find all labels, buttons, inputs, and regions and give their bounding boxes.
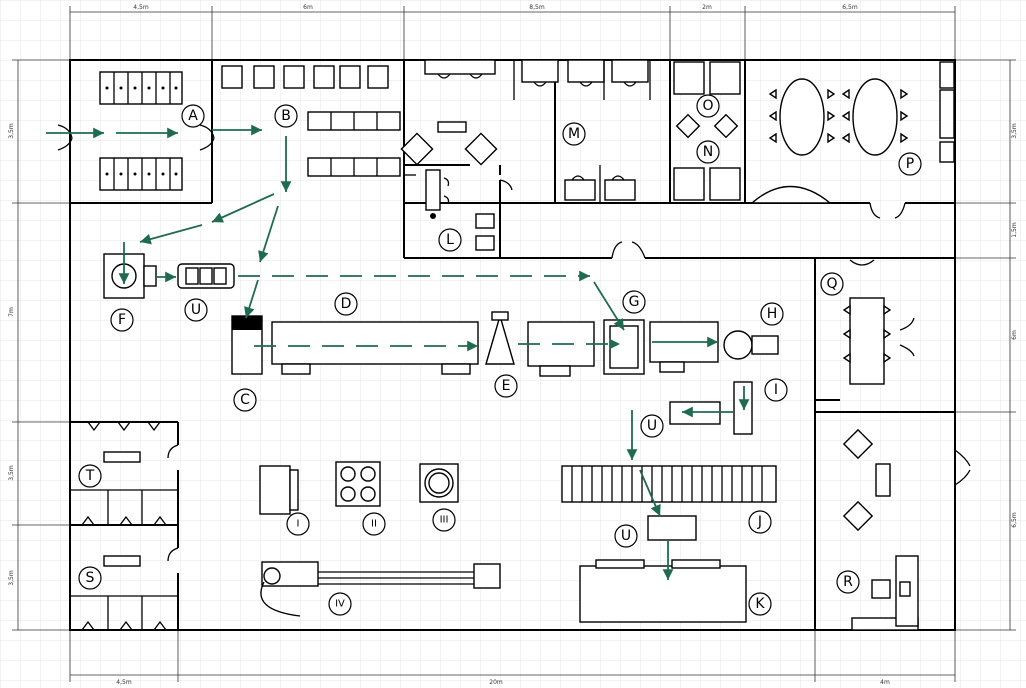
dim-top-2: 6m: [303, 4, 313, 11]
dim-bottom-2: 20m: [489, 679, 503, 686]
svg-text:B: B: [281, 108, 291, 124]
svg-text:IV: IV: [335, 599, 345, 610]
svg-text:Q: Q: [826, 276, 837, 292]
area-b-shelving: [221, 65, 401, 177]
svg-text:M: M: [568, 126, 580, 142]
label-machine-i: I: [286, 512, 310, 536]
svg-text:C: C: [240, 392, 250, 408]
svg-text:I: I: [774, 382, 778, 398]
svg-text:S: S: [86, 570, 95, 586]
dim-bottom-1: 4,5m: [116, 679, 132, 686]
label-c: C: [233, 388, 257, 412]
svg-text:U: U: [191, 302, 201, 318]
dim-left-3: 3,5m: [8, 465, 15, 481]
label-a: A: [181, 104, 205, 128]
station-labels: A B C D E F G H I J K L M N O P Q R S T …: [78, 94, 922, 616]
label-g: G: [622, 290, 646, 314]
area-m-offices: [424, 59, 651, 203]
label-r: R: [836, 570, 860, 594]
svg-text:F: F: [118, 312, 126, 328]
svg-text:H: H: [767, 306, 778, 322]
label-s: S: [78, 566, 102, 590]
label-machine-ii: II: [362, 512, 386, 536]
label-machine-iii: III: [432, 508, 456, 532]
svg-text:U: U: [647, 418, 657, 434]
label-o: O: [696, 94, 720, 118]
svg-text:G: G: [629, 294, 640, 310]
svg-text:D: D: [341, 296, 352, 312]
dim-left-2: 7m: [8, 307, 15, 317]
dim-top-3: 8,5m: [529, 4, 545, 11]
dim-right-3: 6m: [1011, 330, 1018, 340]
dim-left-1: 3,5m: [8, 123, 15, 139]
dim-right-4: 6,5m: [1011, 512, 1018, 528]
area-l-office: [400, 121, 498, 251]
dim-left-4: 3,5m: [8, 570, 15, 586]
svg-text:III: III: [440, 515, 449, 526]
label-machine-iv: IV: [328, 592, 352, 616]
area-r-lounge: [842, 428, 919, 631]
label-j: J: [748, 510, 772, 534]
label-u-1: U: [184, 298, 208, 322]
label-u-3: U: [614, 524, 638, 548]
label-i-station: I: [764, 378, 788, 402]
dim-right-1: 3,5m: [1011, 123, 1018, 139]
dim-top-1: 4,5m: [133, 4, 149, 11]
svg-text:I: I: [297, 519, 300, 530]
area-q-meeting: [842, 259, 892, 385]
label-n: N: [696, 140, 720, 164]
svg-text:K: K: [755, 596, 765, 612]
label-q: Q: [820, 272, 844, 296]
label-f: F: [110, 308, 134, 332]
svg-text:T: T: [85, 468, 95, 484]
svg-text:L: L: [446, 232, 454, 248]
label-h: H: [760, 302, 784, 326]
production-line: [103, 253, 779, 623]
svg-text:J: J: [757, 514, 762, 530]
dim-top-4: 2m: [702, 4, 712, 11]
svg-text:R: R: [843, 574, 853, 590]
svg-text:E: E: [502, 378, 511, 394]
label-e: E: [494, 374, 518, 398]
doors: [57, 124, 971, 562]
dim-bottom-3: 4m: [880, 679, 890, 686]
svg-text:U: U: [621, 528, 631, 544]
label-d: D: [334, 292, 358, 316]
svg-text:P: P: [906, 156, 914, 172]
dim-top-5: 6,5m: [842, 4, 858, 11]
dim-right-2: 1,5m: [1011, 222, 1018, 238]
area-no-cubicles: [673, 61, 741, 201]
area-ts-lockers: [70, 421, 178, 631]
label-p: P: [898, 152, 922, 176]
label-m: M: [562, 122, 586, 146]
svg-text:N: N: [703, 144, 713, 160]
label-l: L: [438, 228, 462, 252]
machine-area: [259, 461, 501, 617]
label-t: T: [78, 464, 102, 488]
label-b: B: [274, 104, 298, 128]
area-p-conference: [750, 61, 955, 204]
svg-text:O: O: [702, 98, 713, 114]
svg-text:A: A: [188, 108, 198, 124]
material-flow-arrows: [46, 124, 750, 580]
area-a-storage: [99, 71, 183, 191]
label-k: K: [748, 592, 772, 616]
svg-text:II: II: [371, 519, 377, 530]
dimension-lines: 4,5m 6m 8,5m 2m 6,5m 4,5m 20m 4m 3,5m 7m…: [8, 4, 1018, 686]
label-u-2: U: [640, 414, 664, 438]
